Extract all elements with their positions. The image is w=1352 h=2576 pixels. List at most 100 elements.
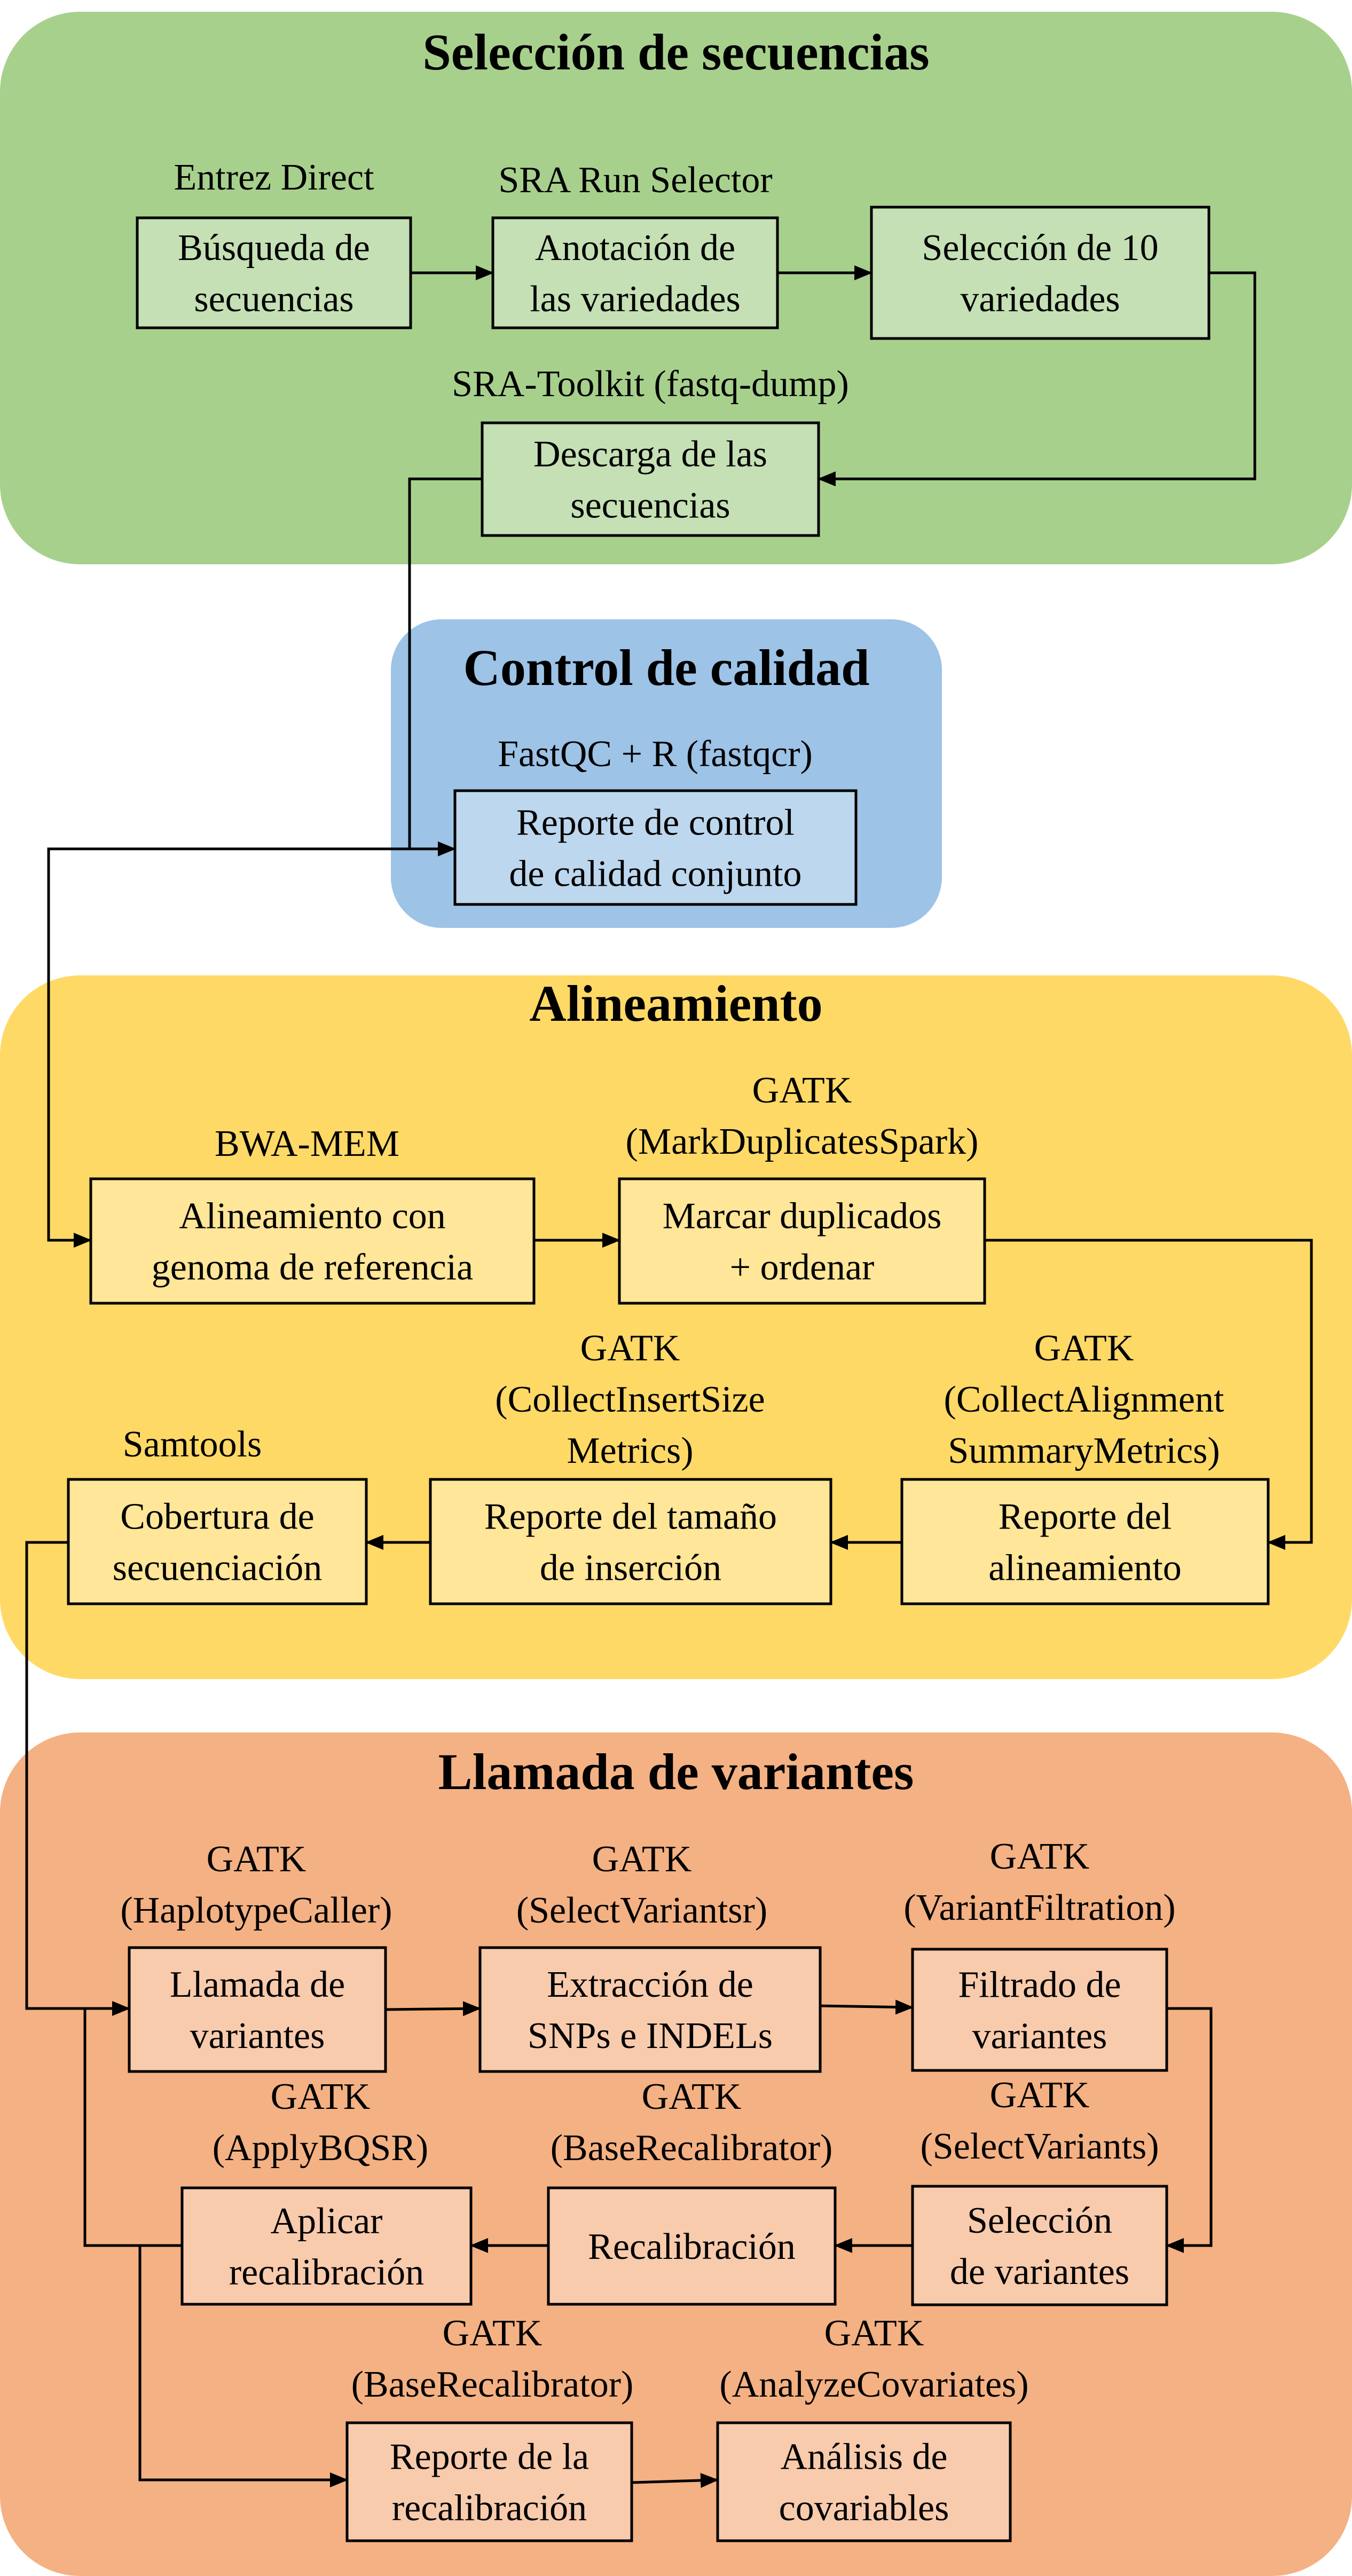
node-reporte_alineamiento-box bbox=[900, 1478, 1270, 1605]
node-filtrado-box bbox=[911, 1948, 1168, 2072]
node-reporte_recal-label-line: recalibración bbox=[392, 2488, 587, 2529]
node-cobertura: Cobertura de secuenciación Samtools bbox=[67, 1424, 368, 1605]
node-anotacion-label-line: Anotación de bbox=[535, 227, 735, 269]
node-marcar_duplicados-label-line: Marcar duplicados bbox=[663, 1196, 942, 1237]
node-extraccion-label-line: SNPs e INDELs bbox=[528, 2015, 773, 2057]
node-cobertura-box bbox=[67, 1478, 368, 1605]
node-marcar_duplicados-box bbox=[618, 1177, 986, 1305]
connector-aplicar-loop-to-llamada bbox=[83, 2008, 182, 2247]
node-reporte_calidad-label-line: de calidad conjunto bbox=[509, 854, 801, 895]
node-busqueda-box bbox=[136, 216, 412, 329]
node-reporte_alineamiento-label-line: Reporte del bbox=[999, 1496, 1172, 1538]
node-descarga-label-line: secuencias bbox=[570, 485, 730, 526]
node-filtrado-label-line: Filtrado de bbox=[958, 1965, 1121, 2006]
node-marcar_duplicados-label-line: + ordenar bbox=[730, 1247, 875, 1288]
connector-extraccion-to-filtrado bbox=[820, 1999, 914, 2015]
connector-marcar-to-reporte-alineamiento bbox=[985, 1239, 1313, 1550]
connector-control-to-alineamiento bbox=[47, 847, 455, 1248]
node-recalibracion-box bbox=[547, 2186, 837, 2306]
connectors bbox=[25, 265, 1313, 2488]
node-anotacion-box bbox=[491, 216, 779, 329]
node-reporte_recal-tool-label: (BaseRecalibrator) bbox=[351, 2364, 634, 2405]
node-llamada-label-line: variantes bbox=[190, 2015, 325, 2057]
node-reporte_alineamiento-tool-label: (CollectAlignment bbox=[944, 1379, 1224, 1420]
node-reporte_alineamiento: Reporte delalineamientoGATK(CollectAlign… bbox=[900, 1328, 1270, 1605]
node-alineamiento_genoma-label-line: Alineamiento con bbox=[179, 1196, 446, 1237]
node-descarga: Descarga de las secuencias SRA-Toolkit (fa… bbox=[452, 364, 849, 537]
node-seleccion10-label-line: Selección de 10 bbox=[922, 227, 1158, 269]
node-cobertura-label-line: Cobertura de bbox=[120, 1496, 314, 1538]
node-aplicar-tool-label: (ApplyBQSR) bbox=[213, 2128, 428, 2169]
node-anotacion-tool-label: SRA Run Selector bbox=[498, 160, 772, 201]
node-analisis-label-line: covariables bbox=[779, 2488, 949, 2529]
node-reporte_recal-tool-label: GATK bbox=[443, 2313, 543, 2354]
node-seleccion_variantes-tool-label: GATK bbox=[990, 2075, 1090, 2116]
node-extraccion-label-line: Extracción de bbox=[547, 1964, 753, 2005]
node-extraccion-tool-label: GATK bbox=[592, 1839, 692, 1880]
node-cobertura-tool-label: Samtools bbox=[123, 1424, 262, 1465]
section-control-title: Control de calidad bbox=[463, 639, 870, 696]
node-reporte_insercion-tool-label: (CollectInsertSize bbox=[495, 1379, 765, 1420]
node-alineamiento_genoma-label-line: genoma de referencia bbox=[152, 1247, 473, 1288]
node-reporte_insercion-label-line: de inserción bbox=[540, 1548, 721, 1589]
node-marcar_duplicados-tool-label: (MarkDuplicatesSpark) bbox=[626, 1121, 979, 1162]
node-aplicar-box bbox=[180, 2186, 473, 2306]
node-filtrado-tool-label: GATK bbox=[990, 1836, 1090, 1877]
node-reporte_insercion-label-line: Reporte del tamaño bbox=[484, 1496, 777, 1538]
node-cobertura-label-line: secuenciación bbox=[113, 1548, 323, 1589]
node-aplicar-label-line: recalibración bbox=[229, 2252, 424, 2293]
node-busqueda-label-line: secuencias bbox=[194, 279, 353, 320]
node-seleccion_variantes: Selección de variantes GATK (SelectVariants… bbox=[911, 2075, 1168, 2306]
node-marcar_duplicados: Marcar duplicados+ ordenarGATK(MarkDupli… bbox=[618, 1070, 986, 1305]
node-alineamiento_genoma-box bbox=[89, 1177, 536, 1305]
node-alineamiento_genoma-tool-label: BWA-MEM bbox=[215, 1123, 399, 1164]
node-seleccion10-box bbox=[870, 206, 1210, 340]
node-aplicar-label-line: Aplicar bbox=[271, 2201, 383, 2242]
node-analisis-label-line: Análisis de bbox=[780, 2437, 947, 2478]
connector-seleccion10-to-descarga bbox=[818, 271, 1256, 486]
node-reporte_insercion-tool-label: Metrics) bbox=[567, 1430, 693, 1471]
node-extraccion: Extracción de SNPs e INDELs GATK (SelectVar… bbox=[478, 1839, 822, 2073]
node-reporte_alineamiento-label-line: alineamiento bbox=[988, 1548, 1182, 1589]
node-seleccion_variantes-tool-label: (SelectVariants) bbox=[920, 2126, 1159, 2167]
node-filtrado: Filtrado de variantes GATK (VariantFiltrati… bbox=[903, 1836, 1176, 2072]
node-seleccion_variantes-label-line: de variantes bbox=[950, 2251, 1129, 2293]
node-alineamiento_genoma: Alineamiento con genoma de referencia BWA-… bbox=[89, 1123, 536, 1305]
node-analisis-tool-label: GATK bbox=[824, 2313, 924, 2354]
node-analisis-tool-label: (AnalyzeCovariates) bbox=[719, 2364, 1028, 2405]
node-llamada-tool-label: GATK bbox=[207, 1839, 306, 1880]
node-reporte_calidad-tool-label: FastQC + R (fastqcr) bbox=[498, 734, 813, 775]
node-seleccion_variantes-label-line: Selección bbox=[967, 2200, 1112, 2241]
node-filtrado-label-line: variantes bbox=[972, 2016, 1107, 2057]
node-reporte_calidad-box bbox=[453, 789, 858, 906]
node-descarga-tool-label: SRA-Toolkit (fastq-dump) bbox=[452, 364, 849, 405]
node-reporte_calidad: Reporte de control de calidad conjunto Fas… bbox=[453, 734, 858, 906]
connector-filtrado-to-seleccion-variantes bbox=[1166, 2007, 1213, 2253]
node-reporte_alineamiento-tool-label: SummaryMetrics) bbox=[948, 1430, 1220, 1471]
node-seleccion_variantes-box bbox=[911, 2185, 1168, 2306]
node-extraccion-box bbox=[478, 1946, 822, 2073]
node-reporte_recal: Reporte de larecalibraciónGATK(BaseRecal… bbox=[345, 2313, 634, 2542]
node-recalibracion-tool-label: (BaseRecalibrator) bbox=[551, 2128, 833, 2169]
node-recalibracion-label-line: Recalibración bbox=[588, 2226, 796, 2267]
node-llamada-label-line: Llamada de bbox=[170, 1964, 345, 2005]
node-extraccion-tool-label: (SelectVariantsr) bbox=[516, 1890, 767, 1931]
node-analisis: Análisis de covariables GATK (AnalyzeCovari… bbox=[716, 2313, 1029, 2542]
node-descarga-box bbox=[481, 421, 820, 537]
connector-reporte-recal-to-analisis bbox=[631, 2473, 719, 2488]
connector-llamada-to-extraccion bbox=[385, 2001, 481, 2016]
node-descarga-label-line: Descarga de las bbox=[533, 434, 767, 475]
node-filtrado-tool-label: (VariantFiltration) bbox=[903, 1887, 1175, 1928]
node-reporte_calidad-label-line: Reporte de control bbox=[516, 802, 795, 844]
section-alineamiento-title: Alineamiento bbox=[529, 975, 822, 1032]
connector-aplicar-to-reporte-recal bbox=[138, 2246, 348, 2487]
